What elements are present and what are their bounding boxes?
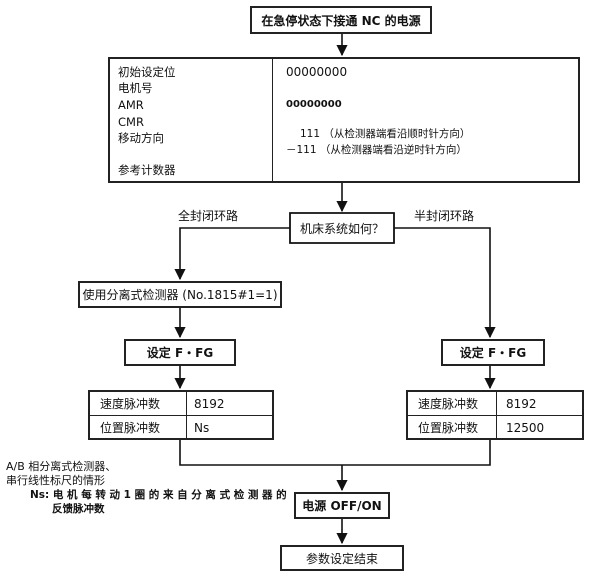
note-line-4: 反馈脉冲数 xyxy=(52,503,105,515)
start-text: 在急停状态下接通 NC 的电源 xyxy=(261,13,421,28)
set-ffg-left-text: 设定 F・FG xyxy=(146,346,214,360)
param-value-initial: 00000000 xyxy=(286,65,348,79)
param-label-cmr: CMR xyxy=(118,115,144,129)
param-label-direction: 移动方向 xyxy=(118,131,164,145)
right-table-hdivider xyxy=(408,415,582,416)
right-pulse-table: 速度脉冲数 8192 位置脉冲数 12500 xyxy=(406,390,584,440)
param-value-amr: 00000000 xyxy=(286,99,342,110)
right-position-value: 12500 xyxy=(506,420,545,435)
param-label-initial: 初始设定位 xyxy=(118,65,176,79)
branch-label-semi-closed: 半封闭环路 xyxy=(414,209,475,223)
separate-detector-box: 使用分离式检测器 (No.1815#1=1) xyxy=(78,281,282,308)
param-label-motor: 电机号 xyxy=(118,81,153,95)
left-position-label: 位置脉冲数 xyxy=(100,421,161,435)
left-table-vdivider xyxy=(186,392,187,438)
set-ffg-left-box: 设定 F・FG xyxy=(124,339,236,366)
merge-line xyxy=(179,440,491,466)
set-ffg-right-box: 设定 F・FG xyxy=(441,339,545,366)
right-table-vdivider xyxy=(496,392,497,438)
left-pulse-table: 速度脉冲数 8192 位置脉冲数 Ns xyxy=(88,390,274,440)
param-label-amr: AMR xyxy=(118,98,144,112)
right-speed-value: 8192 xyxy=(506,396,537,411)
param-value-dir-cw: 111 （从检测器端看沿顺时针方向） xyxy=(300,128,471,140)
left-table-hdivider xyxy=(90,415,272,416)
arrow-decision-right xyxy=(394,227,496,339)
set-ffg-right-text: 设定 F・FG xyxy=(459,346,527,360)
decision-box: 机床系统如何？ xyxy=(290,213,394,243)
params-divider xyxy=(272,59,273,181)
branch-label-full-closed: 全封闭环路 xyxy=(178,209,239,223)
separate-detector-text: 使用分离式检测器 (No.1815#1=1) xyxy=(82,288,278,302)
left-speed-label: 速度脉冲数 xyxy=(100,397,161,411)
right-position-label: 位置脉冲数 xyxy=(418,421,479,435)
right-speed-label: 速度脉冲数 xyxy=(418,397,479,411)
power-text: 电源 OFF/ON xyxy=(302,499,382,513)
left-speed-value: 8192 xyxy=(194,396,225,411)
note-line-3: Ns: 电 机 每 转 动 1 圈 的 来 自 分 离 式 检 测 器 的 xyxy=(30,489,287,501)
start-box: 在急停状态下接通 NC 的电源 xyxy=(250,6,432,34)
end-text: 参数设定结束 xyxy=(305,551,378,566)
left-position-value: Ns xyxy=(194,420,210,435)
decision-text: 机床系统如何？ xyxy=(299,221,384,236)
decision-shape xyxy=(289,212,395,244)
power-box: 电源 OFF/ON xyxy=(294,492,390,519)
params-box: 初始设定位 电机号 AMR CMR 移动方向 参考计数器 00000000 00… xyxy=(108,57,580,183)
end-box: 参数设定结束 xyxy=(280,545,404,571)
arrow-decision-left xyxy=(174,227,290,281)
note-line-2: 串行线性标尺的情形 xyxy=(6,474,105,487)
param-value-dir-ccw: －111 （从检测器端看沿逆时针方向） xyxy=(286,144,467,156)
param-label-ref-counter: 参考计数器 xyxy=(118,163,176,177)
note-line-1: A/B 相分离式检测器、 xyxy=(6,460,117,473)
